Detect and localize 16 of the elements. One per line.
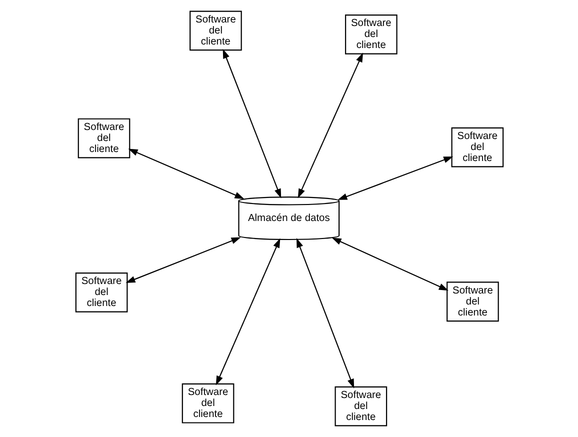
node-box: Software del cliente [74,272,128,312]
node-box: Software del cliente [446,282,498,322]
arrow [222,48,281,198]
node-box: Software del cliente [77,118,130,158]
node-box: Software del cliente [344,14,397,54]
arrow [337,156,453,200]
arrow [125,237,240,283]
arrow [128,148,244,199]
arrow [215,238,280,386]
node-box: Software del cliente [189,10,242,51]
node-box: Software del cliente [181,383,234,424]
arrow [331,238,448,291]
node-box: Software del cliente [334,386,387,426]
arrow [297,52,363,198]
node-box: Software del cliente [450,127,504,168]
arrow [296,238,354,388]
